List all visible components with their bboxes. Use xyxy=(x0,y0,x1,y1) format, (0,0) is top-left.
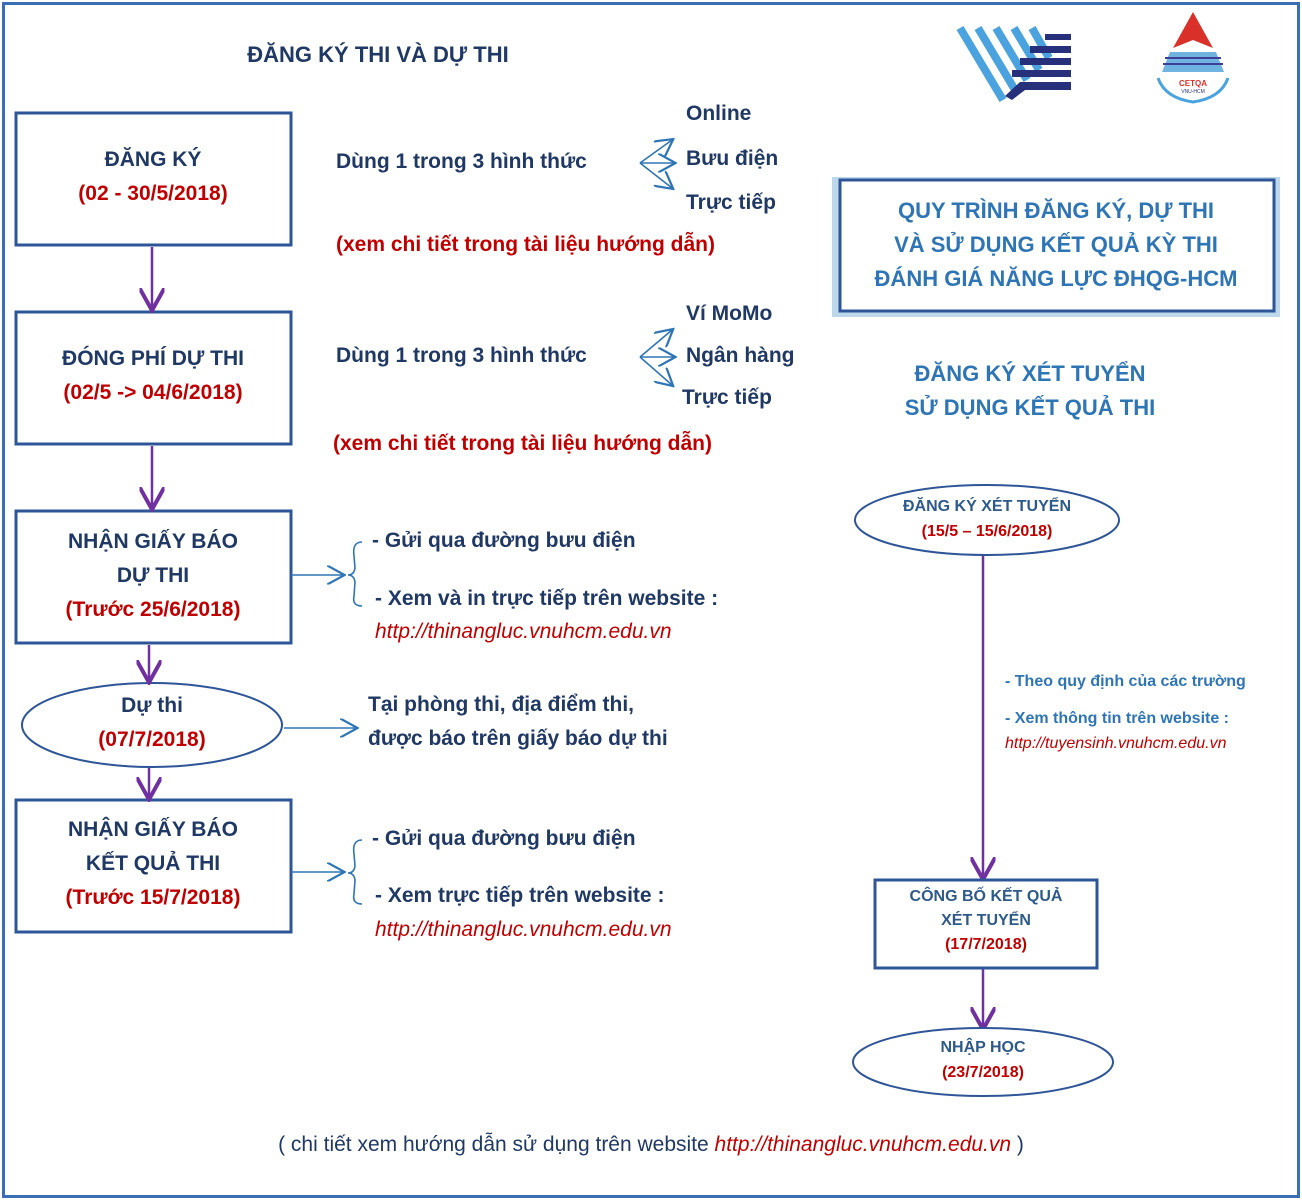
admission-info-url[interactable]: http://tuyensinh.vnuhcm.edu.vn xyxy=(1005,735,1227,752)
step-result-date: (Trước 15/7/2018) xyxy=(65,886,241,909)
announce-date: (17/7/2018) xyxy=(945,936,1027,953)
result-notice-url[interactable]: http://thinangluc.vnuhcm.edu.vn xyxy=(375,918,672,941)
announce-label-1: CÔNG BỐ KẾT QUẢ xyxy=(909,888,1063,905)
step-box-result xyxy=(14,798,293,934)
step-register-label: ĐĂNG KÝ xyxy=(104,148,202,171)
result-notice-web: - Xem trực tiếp trên website : xyxy=(375,884,665,907)
announce-box xyxy=(873,878,1099,970)
cetqa-logo: CETQA VNU-HCM xyxy=(1156,12,1230,104)
admission-register-label: ĐĂNG KÝ XÉT TUYỂN xyxy=(902,498,1072,515)
exam-info-1: Tại phòng thi, địa điểm thi, xyxy=(368,693,634,716)
step-register-date: (02 - 30/5/2018) xyxy=(78,182,228,205)
svg-text:VNU-HCM: VNU-HCM xyxy=(1181,89,1205,95)
registration-option-post: Bưu điện xyxy=(686,147,779,170)
step-admission-date: (Trước 25/6/2018) xyxy=(65,598,241,621)
admission-notice-web: - Xem và in trực tiếp trên website : xyxy=(375,587,719,610)
enroll-ellipse xyxy=(852,1027,1114,1097)
process-box-line-1: QUY TRÌNH ĐĂNG KÝ, DỰ THI xyxy=(897,198,1215,223)
enroll-label: NHẬP HỌC xyxy=(940,1039,1026,1056)
payment-method-label: Dùng 1 trong 3 hình thức xyxy=(336,344,587,367)
step-admission-label-2: DỰ THI xyxy=(116,564,190,587)
exam-info-2: được báo trên giấy báo dự thi xyxy=(368,727,668,750)
process-box xyxy=(838,178,1276,313)
footer-url[interactable]: http://thinangluc.vnuhcm.edu.vn xyxy=(714,1133,1012,1156)
admission-notice-post: - Gửi qua đường bưu điện xyxy=(372,529,636,552)
payment-option-direct: Trực tiếp xyxy=(682,386,772,409)
page-title: ĐĂNG KÝ THI VÀ DỰ THI xyxy=(247,42,509,67)
registration-method-label: Dùng 1 trong 3 hình thức xyxy=(336,150,587,173)
fork-arrows xyxy=(284,140,674,905)
step-result-label-1: NHẬN GIẤY BÁO xyxy=(68,818,238,841)
admission-info-2: - Xem thông tin trên website : xyxy=(1005,710,1230,727)
admission-notice-url[interactable]: http://thinangluc.vnuhcm.edu.vn xyxy=(375,620,672,643)
admission-register-ellipse xyxy=(854,484,1120,556)
result-notice-post: - Gửi qua đường bưu điện xyxy=(372,827,636,850)
vnu-logo xyxy=(956,25,1071,103)
process-box-line-3: ĐÁNH GIÁ NĂNG LỰC ĐHQG-HCM xyxy=(874,266,1238,291)
step-payment-date: (02/5 -> 04/6/2018) xyxy=(63,381,243,404)
registration-option-direct: Trực tiếp xyxy=(686,191,776,214)
footer-text: ( chi tiết xem hướng dẫn sử dụng trên we… xyxy=(278,1133,715,1156)
admission-heading-1: ĐĂNG KÝ XÉT TUYỂN xyxy=(914,361,1146,386)
footer-note: ( chi tiết xem hướng dẫn sử dụng trên we… xyxy=(278,1133,1024,1157)
step-box-register xyxy=(14,111,293,247)
admission-info-1: - Theo quy định của các trường xyxy=(1005,673,1246,690)
registration-option-online: Online xyxy=(686,102,752,125)
step-payment-label: ĐÓNG PHÍ DỰ THI xyxy=(62,347,244,370)
admission-heading-2: SỬ DỤNG KẾT QUẢ THI xyxy=(904,395,1156,420)
admission-register-date: (15/5 – 15/6/2018) xyxy=(921,523,1053,540)
step-box-payment xyxy=(14,310,293,446)
step-exam-label: Dự thi xyxy=(121,694,183,717)
step-result-label-2: KẾT QUẢ THI xyxy=(85,852,221,875)
payment-note: (xem chi tiết trong tài liệu hướng dẫn) xyxy=(333,432,712,455)
enroll-date: (23/7/2018) xyxy=(942,1064,1024,1081)
announce-label-2: XÉT TUYỂN xyxy=(941,912,1031,929)
flow-arrows xyxy=(149,247,983,1027)
svg-text:CETQA: CETQA xyxy=(1179,79,1207,88)
step-admission-label-1: NHẬN GIẤY BÁO xyxy=(68,530,238,553)
payment-option-bank: Ngân hàng xyxy=(686,344,795,367)
payment-option-momo: Ví MoMo xyxy=(686,302,773,325)
step-exam-date: (07/7/2018) xyxy=(98,728,206,751)
footer-close: ) xyxy=(1011,1133,1024,1156)
process-box-line-2: VÀ SỬ DỤNG KẾT QUẢ KỲ THI xyxy=(894,232,1218,257)
registration-note: (xem chi tiết trong tài liệu hướng dẫn) xyxy=(336,233,715,256)
